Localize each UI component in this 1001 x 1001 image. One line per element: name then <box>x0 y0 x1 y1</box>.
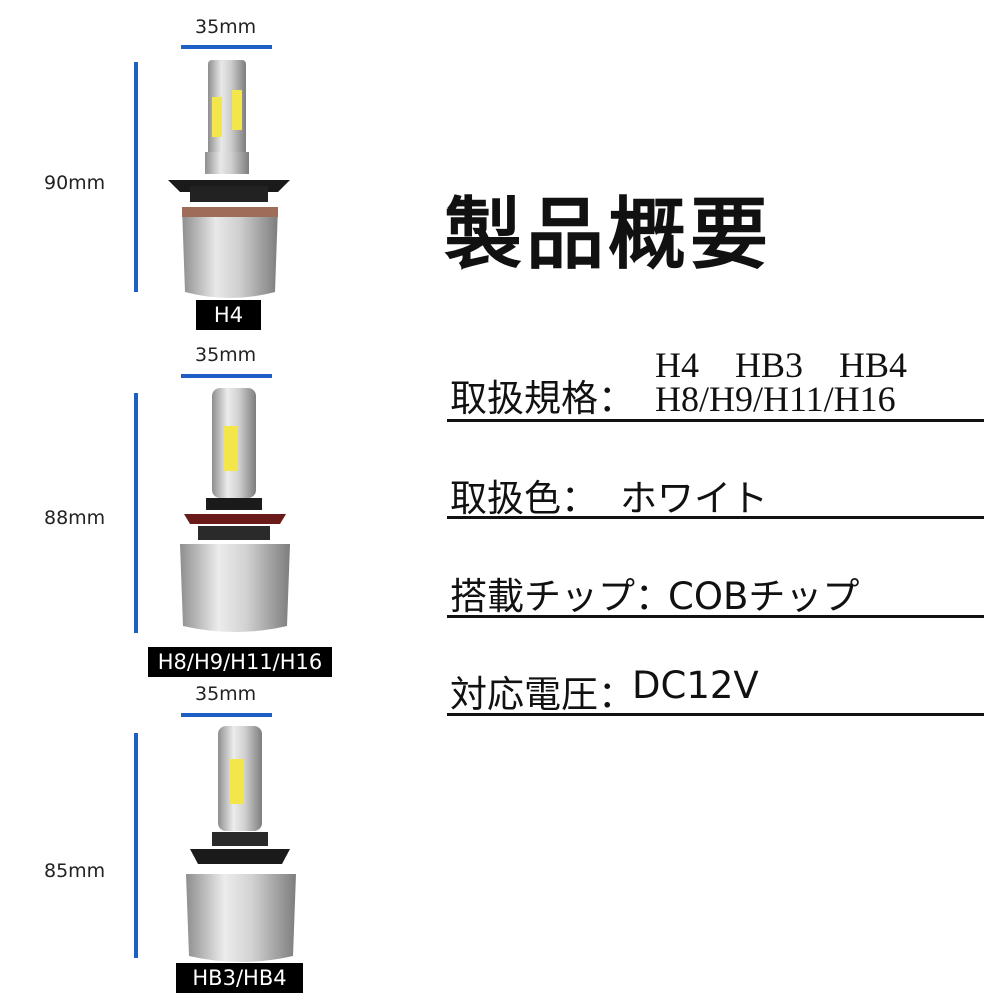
h8-bulb-image <box>180 388 290 632</box>
spec-standards-line1: H4 HB3 HB4 <box>655 345 908 385</box>
spec-voltage-label: 対応電圧： <box>450 673 635 716</box>
spec-chip-value: COBチップ <box>668 575 860 618</box>
spec-voltage-value: DC12V <box>632 664 759 707</box>
hb3-bulb-image <box>186 726 296 962</box>
bulb1-type-tag: H4 <box>196 300 261 330</box>
bulb3-height-bar <box>134 733 138 958</box>
spec-voltage-rule <box>447 713 984 716</box>
bulb2-height-bar <box>134 393 138 633</box>
bulb2-width-label: 35mm <box>195 344 257 366</box>
bulb3-width-bar <box>181 713 272 717</box>
spec-color-label: 取扱色： <box>450 477 598 520</box>
bulb2-width-bar <box>181 374 272 378</box>
spec-standards-label: 取扱規格： <box>450 377 635 420</box>
bulb1-height-bar <box>134 62 138 292</box>
bulb3-width-label: 35mm <box>195 683 257 705</box>
bulb2-type-tag: H8/H9/H11/H16 <box>148 647 332 677</box>
spec-chip-rule <box>447 615 984 618</box>
spec-color-value: ホワイト <box>620 477 768 520</box>
bulb1-height-label: 90mm <box>44 172 106 194</box>
spec-standards-rule <box>447 419 984 422</box>
bulb2-height-label: 88mm <box>44 507 106 529</box>
bulb3-type-tag: HB3/HB4 <box>176 963 303 993</box>
h4-bulb-image <box>168 60 290 298</box>
spec-standards-line2: H8/H9/H11/H16 <box>655 379 896 419</box>
spec-color-rule <box>447 516 984 519</box>
bulb3-height-label: 85mm <box>44 860 106 882</box>
page-title: 製品概要 <box>444 190 773 280</box>
spec-chip-label: 搭載チップ： <box>450 575 672 618</box>
bulb1-width-bar <box>181 45 272 49</box>
bulb1-width-label: 35mm <box>195 16 257 38</box>
